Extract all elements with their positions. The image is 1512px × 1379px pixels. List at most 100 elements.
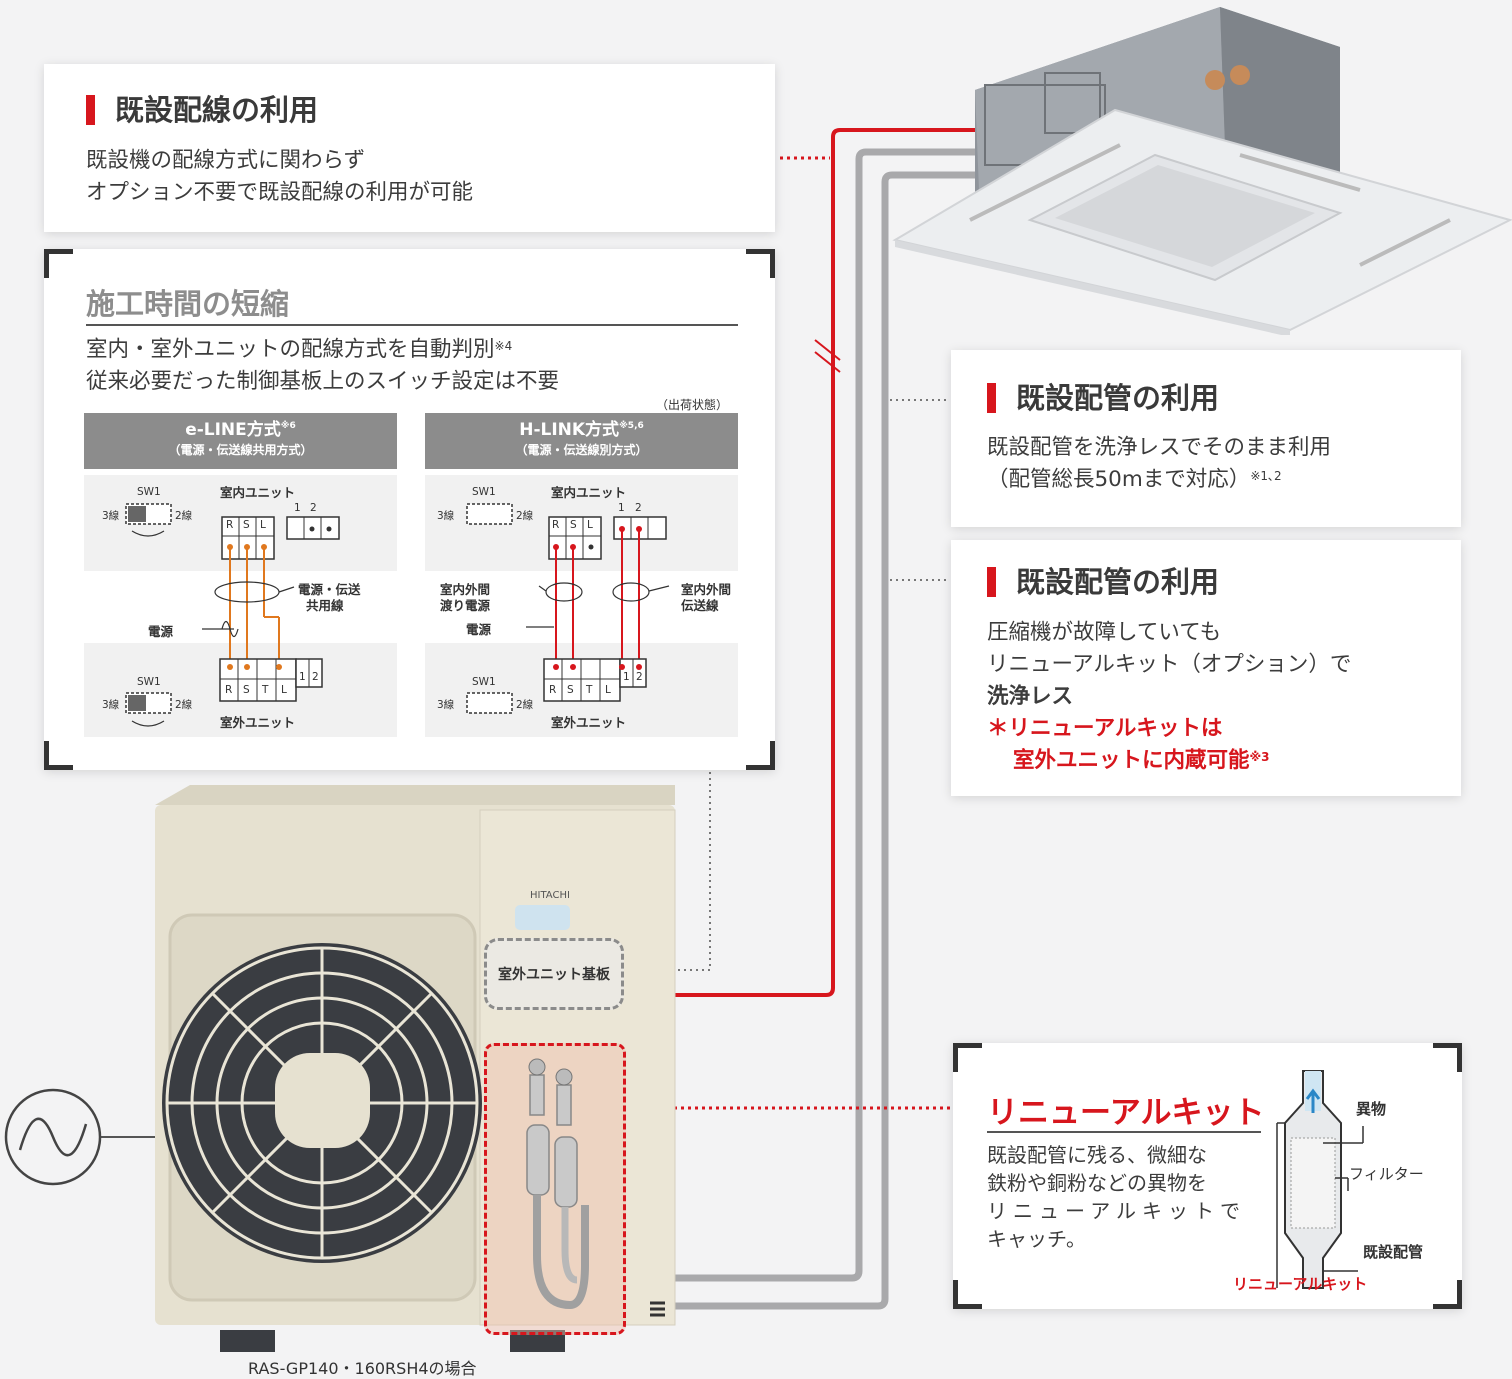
eline-term-r: R <box>226 519 234 531</box>
card-existing-wiring-line1: 既設機の配線方式に関わらず <box>86 148 366 173</box>
pipe-line-inner <box>675 148 990 1282</box>
card-pipe2-red2-note: ※3 <box>1249 750 1270 764</box>
card-renewal-kit: リニューアルキット 既設配管に残る、微細な 鉄粉や銅粉などの異物を リニューアル… <box>953 1043 1462 1309</box>
card-kit-line1: 既設配管に残る、微細な <box>987 1143 1207 1167</box>
eline-title: e-LINE方式 <box>185 420 281 440</box>
hlink-term-2: 2 <box>635 502 642 514</box>
eline-out-sw-left: 3線 <box>102 699 120 711</box>
hlink-outdoor-label: 室外ユニット <box>551 715 627 730</box>
card-time-line1-note: ※4 <box>494 339 513 353</box>
eline-cable-label-1: 電源・伝送 <box>298 582 361 597</box>
card-kit-line4: キャッチ。 <box>987 1227 1086 1251</box>
card-existing-wiring-line2: オプション不要で既設配線の利用が可能 <box>86 180 474 205</box>
card-time-title: 施工時間の短縮 <box>86 287 290 321</box>
hlink-out-term-2: 2 <box>636 671 643 683</box>
hlink-term-1: 1 <box>618 502 625 514</box>
hlink-subtitle: （電源・伝送線別方式） <box>515 443 648 457</box>
card-pipe2-line3: 洗浄レス <box>987 684 1074 709</box>
hlink-out-term-1: 1 <box>623 671 630 683</box>
hlink-left-cable-1: 室内外間 <box>440 582 491 597</box>
wiring-diagrams-svg <box>125 503 670 727</box>
card-time-rule <box>86 324 738 326</box>
card-construction-time: 施工時間の短縮 室内・室外ユニットの配線方式を自動判別※4 従来必要だった制御基… <box>44 249 775 770</box>
card-existing-piping-1: 既設配管の利用 既設配管を洗浄レスでそのまま利用 （配管総長50mまで対応）※1… <box>951 350 1461 527</box>
hlink-out-sw-right: 2線 <box>516 699 534 711</box>
card-pipe1-title: 既設配管の利用 <box>987 383 1219 413</box>
indoor-unit-image <box>892 7 1512 335</box>
card-pipe2-line1: 圧縮機が故障していても <box>987 620 1222 645</box>
eline-out-term-r: R <box>225 684 233 696</box>
wiring-line <box>675 128 985 997</box>
card-kit-label-kit: リニューアルキット <box>1233 1275 1368 1293</box>
hlink-title-note: ※5,6 <box>619 421 644 431</box>
hlink-out-term-s: S <box>567 684 574 696</box>
card-existing-wiring-title: 既設配線の利用 <box>86 95 318 125</box>
eline-sw-left: 3線 <box>102 510 120 522</box>
hlink-power-label: 電源 <box>466 622 492 637</box>
pipe-line-outer <box>675 171 1000 1310</box>
hlink-term-l: L <box>587 519 593 531</box>
hlink-out-term-r: R <box>549 684 557 696</box>
card-pipe1-line1: 既設配管を洗浄レスでそのまま利用 <box>987 435 1332 460</box>
card-pipe1-line2: （配管総長50mまで対応） <box>987 467 1251 492</box>
eline-out-term-l: L <box>281 684 287 696</box>
card-kit-label-foreign: 異物 <box>1356 1100 1387 1118</box>
hlink-out-sw-label: SW1 <box>472 676 496 688</box>
hlink-header: H-LINK方式※5,6 （電源・伝送線別方式） <box>425 413 738 469</box>
hlink-sw-right: 2線 <box>516 510 534 522</box>
hlink-sw-left: 3線 <box>437 510 455 522</box>
leader-board <box>622 772 711 971</box>
eline-term-1: 1 <box>294 502 301 514</box>
eline-out-term-2: 2 <box>312 671 319 683</box>
hlink-sw-label: SW1 <box>472 486 496 498</box>
eline-out-term-1: 1 <box>299 671 306 683</box>
eline-indoor-label: 室内ユニット <box>220 485 296 500</box>
eline-cable-label-2: 共用線 <box>306 598 344 613</box>
hlink-term-s: S <box>570 519 577 531</box>
outdoor-caption: RAS-GP140・160RSH4の場合 <box>248 1359 477 1378</box>
eline-out-sw-right: 2線 <box>175 699 193 711</box>
card-kit-line2: 鉄粉や銅粉などの異物を <box>987 1171 1207 1195</box>
card-kit-label-pipe: 既設配管 <box>1363 1243 1424 1261</box>
card-kit-line3: リニューアルキットで <box>987 1199 1246 1223</box>
hlink-indoor-label: 室内ユニット <box>551 485 627 500</box>
eline-power-label: 電源 <box>148 624 174 639</box>
eline-sw-label: SW1 <box>137 486 161 498</box>
card-pipe2-title: 既設配管の利用 <box>987 567 1219 597</box>
eline-subtitle: （電源・伝送線共用方式） <box>168 443 313 457</box>
card-kit-rule <box>987 1131 1261 1133</box>
outdoor-unit-image <box>155 785 676 1352</box>
hlink-term-r: R <box>552 519 560 531</box>
hlink-right-cable-2: 伝送線 <box>681 598 719 613</box>
eline-term-s: S <box>243 519 250 531</box>
renewal-kit-cross-section <box>1276 1070 1364 1289</box>
card-existing-wiring: 既設配線の利用 既設機の配線方式に関わらず オプション不要で既設配線の利用が可能 <box>44 64 775 232</box>
eline-title-note: ※6 <box>280 421 296 431</box>
card-kit-label-filter: フィルター <box>1349 1165 1424 1183</box>
outdoor-brand: HITACHI <box>530 890 570 901</box>
eline-out-term-s: S <box>243 684 250 696</box>
outdoor-board-label: 室外ユニット基板 <box>498 967 610 983</box>
eline-sw-right: 2線 <box>175 510 193 522</box>
eline-out-sw-label: SW1 <box>137 676 161 688</box>
card-time-line2: 従来必要だった制御基板上のスイッチ設定は不要 <box>86 369 560 394</box>
hlink-out-term-l: L <box>605 684 611 696</box>
ac-source-icon <box>4 1088 102 1186</box>
card-pipe1-line2-note: ※1､2 <box>1250 469 1282 483</box>
eline-header: e-LINE方式※6 （電源・伝送線共用方式） <box>84 413 397 469</box>
eline-outdoor-label: 室外ユニット <box>220 715 296 730</box>
eline-term-2: 2 <box>310 502 317 514</box>
hlink-title: H-LINK方式 <box>519 420 620 440</box>
hlink-out-term-t: T <box>586 684 593 696</box>
hlink-left-cable-2: 渡り電源 <box>440 598 491 613</box>
card-time-line1: 室内・室外ユニットの配線方式を自動判別 <box>86 337 495 362</box>
card-kit-title: リニューアルキット <box>987 1095 1265 1131</box>
hlink-out-sw-left: 3線 <box>437 699 455 711</box>
eline-out-term-t: T <box>262 684 269 696</box>
shipping-note: （出荷状態） <box>656 398 729 412</box>
card-pipe2-line2: リニューアルキット（オプション）で <box>987 652 1352 677</box>
renewal-kit-parts-image <box>526 1058 589 1310</box>
hlink-right-cable-1: 室内外間 <box>681 582 732 597</box>
outdoor-board-callout: 室外ユニット基板 <box>484 938 624 1010</box>
